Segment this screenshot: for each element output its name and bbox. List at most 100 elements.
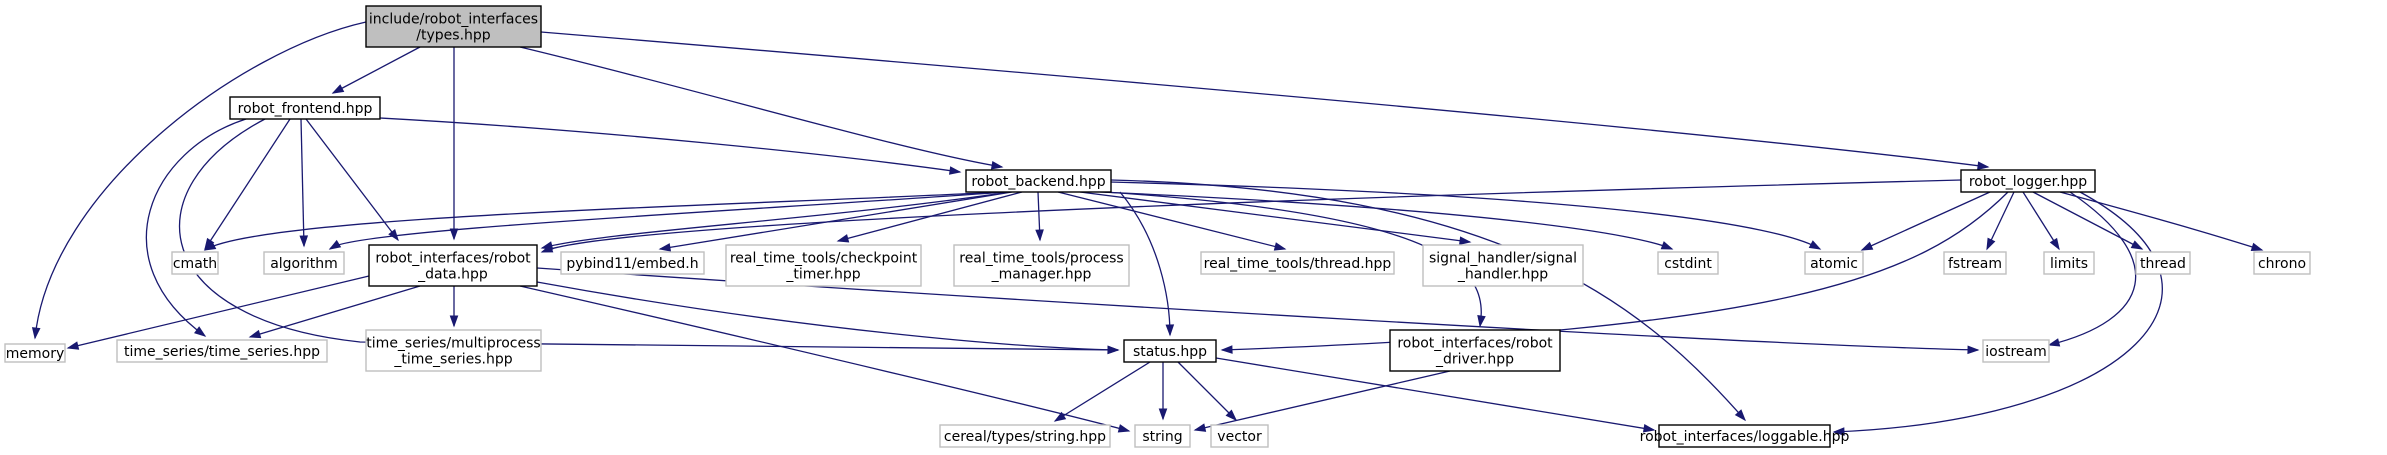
- edge-frontend-to-time_series: [145, 118, 247, 337]
- node-label: time_series/multiprocess: [366, 336, 540, 352]
- edge-frontend-to-algorithm: [299, 118, 309, 248]
- node-status[interactable]: status.hpp: [1123, 339, 1217, 363]
- node-multiprocess[interactable]: time_series/multiprocess_time_series.hpp: [365, 329, 542, 372]
- edge-robot_driver-to-string: [1193, 370, 1451, 432]
- edge-status-to-loggable: [1215, 357, 1656, 433]
- node-label: _driver.hpp: [1435, 352, 1514, 368]
- node-logger[interactable]: robot_logger.hpp: [1960, 169, 2096, 193]
- node-label: real_time_tools/process: [959, 251, 1123, 267]
- node-label: cereal/types/string.hpp: [944, 429, 1106, 445]
- edge-logger-to-thread: [2032, 191, 2144, 250]
- edge-logger-to-robot_data: [540, 179, 1962, 253]
- node-label: cstdint: [1664, 256, 1712, 272]
- node-label: robot_backend.hpp: [971, 174, 1105, 190]
- edge-backend-to-process: [1035, 191, 1044, 242]
- node-cmath[interactable]: cmath: [171, 251, 219, 275]
- node-label: robot_logger.hpp: [1969, 174, 2087, 190]
- node-label: time_series/time_series.hpp: [124, 344, 320, 360]
- edge-logger-to-limits: [2022, 191, 2060, 251]
- node-fstream[interactable]: fstream: [1943, 251, 2007, 275]
- node-label: real_time_tools/checkpoint: [730, 251, 918, 267]
- edge-backend-to-algorithm: [328, 191, 1007, 250]
- edge-robot_data-to-multiprocess: [449, 286, 459, 328]
- edge-logger-to-atomic: [1860, 191, 1991, 251]
- node-pybind[interactable]: pybind11/embed.h: [560, 251, 705, 275]
- node-process[interactable]: real_time_tools/process_manager.hpp: [953, 244, 1130, 287]
- edge-status-to-string: [1158, 362, 1168, 421]
- edge-robot_data-to-status: [536, 281, 1120, 355]
- node-cereal[interactable]: cereal/types/string.hpp: [939, 424, 1111, 448]
- edge-logger-to-fstream: [1986, 191, 2015, 251]
- edge-logger-to-chrono: [2059, 191, 2264, 251]
- node-loggable[interactable]: robot_interfaces/loggable.hpp: [1640, 424, 1850, 448]
- edge-backend-to-signal: [1079, 191, 1472, 245]
- node-time-series[interactable]: time_series/time_series.hpp: [116, 339, 328, 363]
- node-cstdint[interactable]: cstdint: [1657, 251, 1719, 275]
- node-label: _manager.hpp: [991, 267, 1092, 283]
- node-checkpoint[interactable]: real_time_tools/checkpoint_timer.hpp: [725, 244, 922, 287]
- node-label: vector: [1217, 429, 1262, 445]
- edge-backend-to-thread_hpp: [1057, 191, 1287, 251]
- node-types[interactable]: include/robot_interfaces/types.hpp: [365, 5, 542, 48]
- node-label: algorithm: [270, 256, 338, 272]
- node-signal[interactable]: signal_handler/signal_handler.hpp: [1422, 244, 1584, 287]
- edge-frontend-to-backend: [379, 117, 962, 175]
- node-label: robot_frontend.hpp: [238, 101, 373, 117]
- node-atomic[interactable]: atomic: [1804, 251, 1864, 275]
- node-label: include/robot_interfaces: [369, 12, 538, 28]
- node-algorithm[interactable]: algorithm: [263, 251, 345, 275]
- edge-status-to-vector: [1177, 361, 1238, 422]
- edge-types-to-logger: [540, 31, 1990, 170]
- node-label: robot_interfaces/robot: [375, 251, 531, 267]
- node-label: cmath: [173, 256, 217, 272]
- edge-backend-to-atomic: [1109, 181, 1822, 250]
- node-label: /types.hpp: [416, 28, 490, 44]
- node-label: chrono: [2258, 256, 2306, 272]
- edge-backend-to-checkpoint: [836, 191, 1023, 243]
- edge-backend-to-cstdint: [1099, 191, 1674, 250]
- node-robot-driver[interactable]: robot_interfaces/robot_driver.hpp: [1389, 329, 1561, 372]
- edge-backend-to-cmath: [203, 191, 1001, 251]
- node-label: pybind11/embed.h: [566, 256, 698, 272]
- node-label: _time_series.hpp: [393, 352, 512, 368]
- node-limits[interactable]: limits: [2043, 251, 2095, 275]
- edge-backend-to-pybind: [658, 191, 1013, 252]
- node-label: _timer.hpp: [785, 267, 860, 283]
- edge-backend-to-loggable: [1110, 179, 1746, 422]
- node-frontend[interactable]: robot_frontend.hpp: [229, 96, 381, 120]
- node-label: status.hpp: [1133, 344, 1207, 360]
- node-memory[interactable]: memory: [4, 343, 66, 363]
- node-label: real_time_tools/thread.hpp: [1204, 256, 1392, 272]
- edge-backend-to-status: [1119, 191, 1175, 337]
- node-backend[interactable]: robot_backend.hpp: [965, 169, 1112, 193]
- node-chrono[interactable]: chrono: [2253, 251, 2311, 275]
- node-iostream[interactable]: iostream: [1982, 339, 2050, 363]
- node-label: signal_handler/signal: [1429, 251, 1577, 267]
- edge-frontend-to-robot_data: [305, 118, 399, 242]
- node-vector[interactable]: vector: [1210, 424, 1269, 448]
- edge-types-to-robot_data: [449, 47, 459, 241]
- node-label: atomic: [1810, 256, 1858, 272]
- edge-backend-to-robot_data: [540, 191, 1011, 250]
- node-label: string: [1142, 429, 1182, 445]
- edge-frontend-to-status: [179, 118, 1120, 355]
- node-label: robot_interfaces/loggable.hpp: [1640, 429, 1850, 445]
- edge-types-to-backend: [519, 46, 1004, 170]
- node-string[interactable]: string: [1134, 424, 1191, 448]
- edge-logger-to-iostream: [2047, 191, 2137, 347]
- node-thread[interactable]: thread: [2135, 251, 2191, 275]
- edge-frontend-to-cmath: [204, 118, 291, 251]
- edge-logger-to-loggable: [1832, 191, 2163, 436]
- node-label: _data.hpp: [417, 267, 488, 283]
- node-label: iostream: [1985, 344, 2047, 360]
- node-label: limits: [2050, 256, 2088, 272]
- edge-types-to-memory: [31, 21, 367, 340]
- edge-types-to-frontend: [331, 46, 421, 94]
- node-thread-hpp[interactable]: real_time_tools/thread.hpp: [1200, 251, 1395, 275]
- node-label: _handler.hpp: [1457, 267, 1548, 283]
- edge-robot_data-to-memory: [66, 275, 370, 350]
- node-robot-data[interactable]: robot_interfaces/robot_data.hpp: [368, 244, 538, 287]
- edge-robot_data-to-time_series: [248, 285, 421, 339]
- edge-robot_data-to-string: [519, 285, 1131, 433]
